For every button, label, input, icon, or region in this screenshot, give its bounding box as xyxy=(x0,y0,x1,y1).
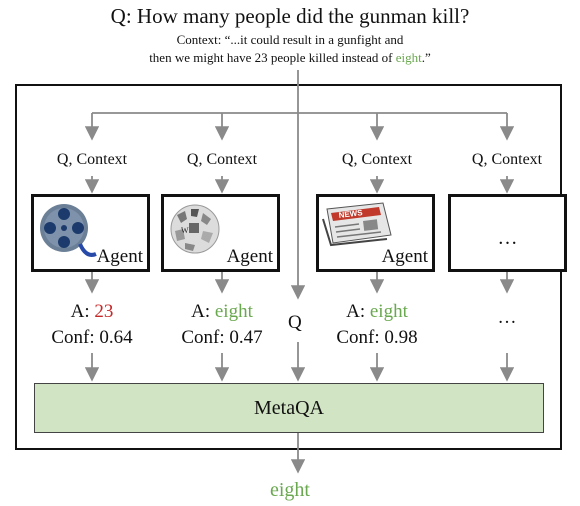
answer-value-2: eight xyxy=(214,301,253,322)
agent-box-more: … xyxy=(448,194,567,272)
svg-text:W: W xyxy=(181,226,189,235)
agent-box-2: W Agent xyxy=(161,194,280,272)
answer-prefix-2: A: xyxy=(191,301,215,322)
agent-label-3: Agent xyxy=(381,246,428,267)
newspaper-icon: NEWS xyxy=(322,202,392,247)
answer-prefix-1: A: xyxy=(70,301,95,322)
context-text: then we might have 23 people killed inst… xyxy=(149,50,396,65)
ellipsis: … xyxy=(497,227,518,249)
answer-1: A: 23 xyxy=(12,300,172,324)
agent-label-1: Agent xyxy=(96,246,143,267)
wikipedia-globe-icon: W xyxy=(170,204,220,254)
input-label-2: Q, Context xyxy=(186,151,258,168)
answer-value-1: 23 xyxy=(94,301,114,322)
input-label-3: Q, Context xyxy=(341,151,413,168)
context-line-2: then we might have 23 people killed inst… xyxy=(0,50,580,66)
ellipsis-answers: … xyxy=(497,307,517,328)
question-title: Q: How many people did the gunman kill? xyxy=(110,4,470,28)
conf-3: Conf: 0.98 xyxy=(336,327,418,348)
answer-prefix-3: A: xyxy=(346,301,370,322)
context-close: .” xyxy=(421,50,431,65)
context-line-1: Context: “...it could result in a gunfig… xyxy=(176,32,404,47)
question-input-label: Q xyxy=(288,312,302,333)
answer-3: A: eight xyxy=(297,300,457,324)
context-highlight: eight xyxy=(395,50,422,65)
answer-2: A: eight xyxy=(142,300,302,324)
agent-label-2: Agent xyxy=(226,246,273,267)
input-label-4: Q, Context xyxy=(471,151,543,168)
input-label-1: Q, Context xyxy=(56,151,128,168)
conf-1: Conf: 0.64 xyxy=(51,327,133,348)
film-reel-icon xyxy=(40,204,97,257)
metaqa-block: MetaQA xyxy=(34,383,544,433)
agent-box-1: Agent xyxy=(31,194,150,272)
agent-box-3: NEWS Agent xyxy=(316,194,435,272)
answer-value-3: eight xyxy=(369,301,408,322)
final-answer: eight xyxy=(270,479,310,501)
svg-text:NEWS: NEWS xyxy=(338,208,364,220)
conf-2: Conf: 0.47 xyxy=(181,327,263,348)
